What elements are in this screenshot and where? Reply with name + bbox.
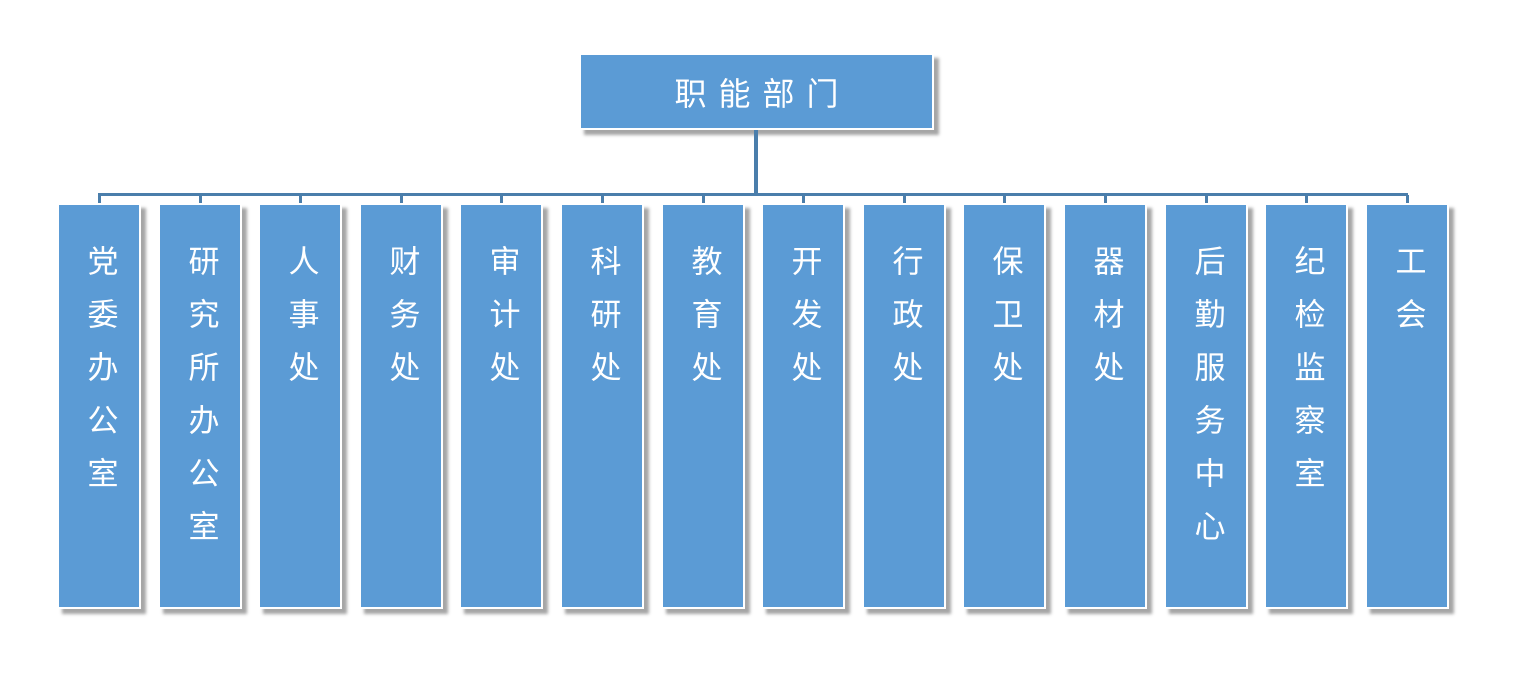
department-connector [802,195,805,204]
department-box: 党委办公室 [57,203,141,609]
department-box: 财务处 [359,203,443,609]
department-connector [1003,195,1006,204]
department-connector [1104,195,1107,204]
department-connector [1205,195,1208,204]
root-node-box: 职能部门 [579,53,934,130]
department-label: 党委办公室 [81,245,118,510]
department-box: 审计处 [459,203,543,609]
department-connector [199,195,202,204]
department-label: 纪检监察室 [1288,245,1325,510]
department-connector [601,195,604,204]
department-box: 后勤服务中心 [1164,203,1248,609]
department-label: 开发处 [785,245,822,404]
department-box: 研究所办公室 [158,203,242,609]
horizontal-connector [98,193,1408,196]
department-label: 工会 [1389,245,1426,351]
department-label: 人事处 [282,245,319,404]
department-connector [98,195,101,204]
department-connector [702,195,705,204]
department-label: 科研处 [584,245,621,404]
department-label: 教育处 [685,245,722,404]
department-label: 后勤服务中心 [1188,245,1225,563]
department-label: 财务处 [383,245,420,404]
department-connector [1406,195,1409,204]
department-box: 科研处 [560,203,644,609]
department-box: 纪检监察室 [1264,203,1348,609]
department-connector [903,195,906,204]
department-label: 保卫处 [986,245,1023,404]
department-connector [400,195,403,204]
department-box: 人事处 [258,203,342,609]
department-label: 行政处 [886,245,923,404]
department-label: 器材处 [1087,245,1124,404]
department-box: 保卫处 [962,203,1046,609]
department-box: 教育处 [661,203,745,609]
department-connector [500,195,503,204]
department-label: 审计处 [483,245,520,404]
department-box: 行政处 [862,203,946,609]
department-box: 器材处 [1063,203,1147,609]
department-box: 开发处 [761,203,845,609]
department-label: 研究所办公室 [182,245,219,563]
department-box: 工会 [1365,203,1449,609]
root-connector [754,130,758,195]
department-connector [1305,195,1308,204]
root-node-label: 职能部门 [674,74,851,113]
department-connector [299,195,302,204]
